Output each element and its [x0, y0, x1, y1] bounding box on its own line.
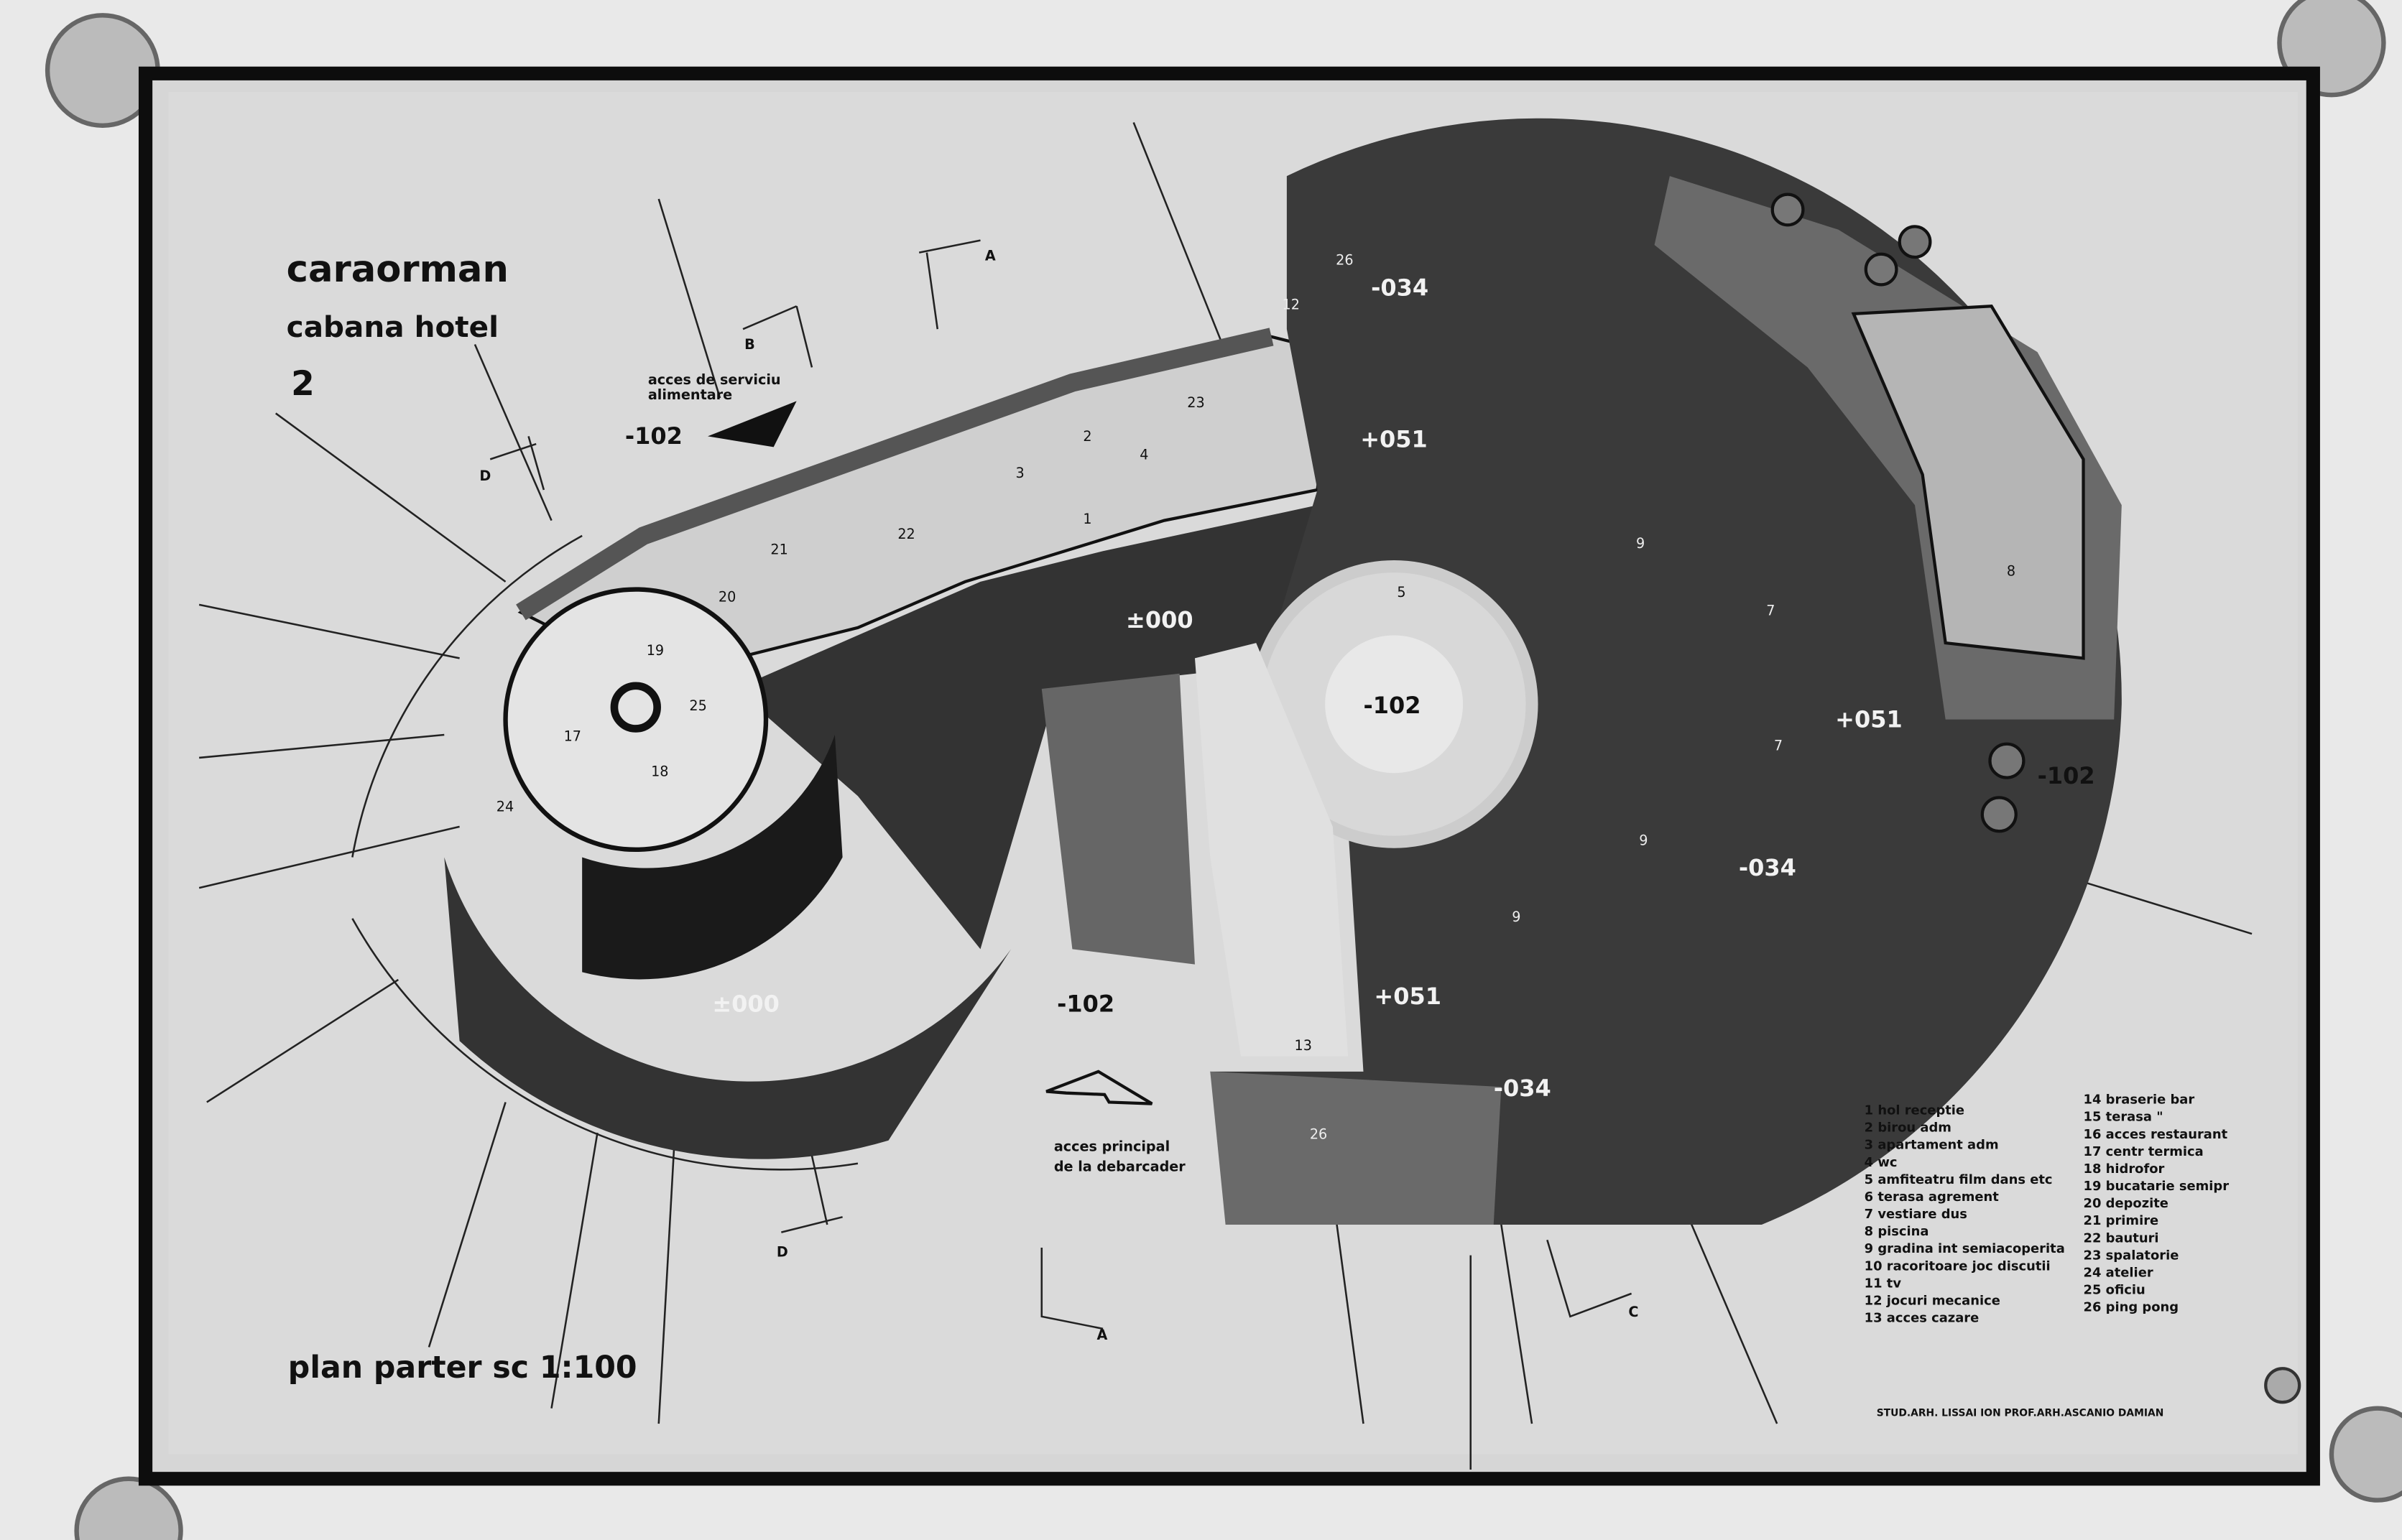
room-number: 21 — [770, 542, 787, 558]
level-mark: +051 — [1360, 425, 1428, 453]
section-letter: B — [744, 336, 755, 353]
section-markers — [489, 239, 1632, 1330]
round-tower — [503, 587, 769, 853]
room-number: 9 — [1636, 535, 1645, 552]
section-letter: A — [985, 247, 996, 264]
legend: 1 hol receptie 2 birou adm 3 apartament ad… — [1865, 1093, 2230, 1326]
service-access-label-1: acces de serviciu — [648, 371, 781, 388]
legend-item: 10 racoritoare joc discutii — [1865, 1258, 2051, 1274]
ramp — [1041, 673, 1195, 965]
stair-core — [610, 682, 661, 733]
room-number: 12 — [1282, 297, 1299, 313]
section-letters: A A B C D D — [479, 247, 1638, 1343]
legend-item: 20 depozite — [2084, 1196, 2168, 1211]
plan-label: plan parter sc 1:100 — [288, 1350, 637, 1386]
room-number: 23 — [1187, 394, 1204, 411]
legend-item: 23 spalatorie — [2084, 1248, 2179, 1263]
site-lines — [198, 122, 2253, 1470]
section-letter: D — [479, 468, 491, 484]
main-access-label-2: de la debarcader — [1054, 1158, 1186, 1174]
service-access-label-2: alimentare — [648, 386, 732, 403]
legend-item: 1 hol receptie — [1865, 1103, 1964, 1118]
legend-item: 17 centr termica — [2084, 1144, 2204, 1159]
left-terrace-floor — [444, 857, 1012, 1159]
legend-item: 14 braserie bar — [2084, 1093, 2195, 1108]
room-number: 26 — [1310, 1126, 1327, 1143]
main-entrance-forecourt — [1194, 643, 1349, 1057]
level-mark: ±000 — [1126, 606, 1193, 634]
level-mark: -034 — [1494, 1075, 1551, 1102]
amphitheatre-stage — [1325, 635, 1464, 774]
main-access-label-1: acces principal — [1054, 1138, 1170, 1155]
stamp — [2264, 1367, 2301, 1404]
legend-item: 13 acces cazare — [1865, 1311, 1980, 1326]
room-number: 25 — [689, 697, 706, 714]
legend-item: 16 acces restaurant — [2084, 1127, 2228, 1142]
room-number: 19 — [647, 642, 664, 659]
legend-item: 9 gradina int semiacoperita — [1865, 1241, 2065, 1256]
room-number: 7 — [1766, 603, 1775, 619]
room-number: 7 — [1774, 737, 1783, 753]
room-number: 8 — [2007, 562, 2015, 579]
hall-floor — [735, 505, 1333, 950]
main-access-arrow-icon — [1045, 1070, 1153, 1105]
project-subtitle: cabana hotel — [287, 310, 499, 344]
ping-pong-zone — [1210, 1071, 1502, 1225]
legend-item: 2 birou adm — [1865, 1121, 1951, 1136]
room-number: 9 — [1639, 832, 1648, 848]
legend-item: 19 bucatarie semipr — [2084, 1179, 2230, 1194]
planters — [1770, 192, 2025, 833]
legend-item: 21 primire — [2084, 1213, 2159, 1228]
room-number: 24 — [496, 799, 514, 815]
level-mark: +051 — [1835, 705, 1903, 733]
room-number: 4 — [1140, 446, 1148, 463]
room-number: 18 — [651, 764, 668, 780]
legend-item: 25 oficiu — [2084, 1283, 2145, 1298]
legend-item: 8 piscina — [1865, 1224, 1929, 1239]
room-number: 22 — [897, 526, 915, 542]
level-mark: -034 — [1739, 854, 1796, 881]
room-number: 17 — [564, 728, 581, 745]
level-mark: -102 — [2038, 762, 2095, 789]
service-wing-planting — [516, 328, 1274, 621]
legend-item: 5 amfiteatru film dans etc — [1865, 1172, 2053, 1187]
legend-item: 6 terasa agrement — [1865, 1189, 2000, 1205]
level-mark: -102 — [625, 422, 683, 450]
level-mark: -102 — [1363, 692, 1421, 719]
legend-item: 18 hidrofor — [2084, 1161, 2165, 1177]
level-marks: -102 -034 +051 ±000 -102 +051 -102 -034 … — [625, 274, 2095, 1102]
garden-left — [582, 734, 843, 980]
service-access-arrow-icon — [707, 401, 797, 447]
room-number: 13 — [1295, 1037, 1312, 1054]
credits: STUD.ARH. LISSAI ION PROF.ARH.ASCANIO DA… — [1877, 1407, 2164, 1419]
level-mark: -034 — [1371, 274, 1428, 301]
legend-item: 15 terasa " — [2084, 1110, 2163, 1125]
legend-item: 4 wc — [1865, 1155, 1898, 1170]
level-mark: ±000 — [712, 991, 780, 1018]
project-title: caraorman — [287, 249, 509, 291]
sheet-number: 2 — [291, 364, 315, 404]
room-number: 3 — [1016, 465, 1025, 481]
legend-item: 3 apartament adm — [1865, 1138, 1999, 1153]
level-mark: +051 — [1374, 983, 1441, 1010]
room-number: 5 — [1397, 584, 1405, 600]
legend-item: 22 bauturi — [2084, 1230, 2159, 1246]
room-number: 20 — [719, 589, 736, 606]
room-number: 1 — [1083, 511, 1091, 527]
legend-item: 26 ping pong — [2084, 1300, 2179, 1315]
level-mark: -102 — [1057, 991, 1114, 1018]
legend-item: 11 tv — [1865, 1276, 1902, 1291]
room-numbers: 1 2 3 4 5 7 7 8 9 9 9 12 13 17 18 19 20 … — [496, 252, 2015, 1143]
section-letter: A — [1097, 1327, 1108, 1343]
section-letter: C — [1628, 1304, 1638, 1320]
room-number: 26 — [1336, 252, 1353, 269]
room-number: 2 — [1083, 428, 1091, 445]
section-letter: D — [777, 1244, 788, 1261]
legend-item: 7 vestiare dus — [1865, 1207, 1967, 1222]
room-number: 9 — [1512, 909, 1520, 925]
legend-item: 24 atelier — [2084, 1265, 2153, 1280]
pool — [1851, 305, 2085, 660]
legend-item: 12 jocuri mecanice — [1865, 1293, 2000, 1308]
